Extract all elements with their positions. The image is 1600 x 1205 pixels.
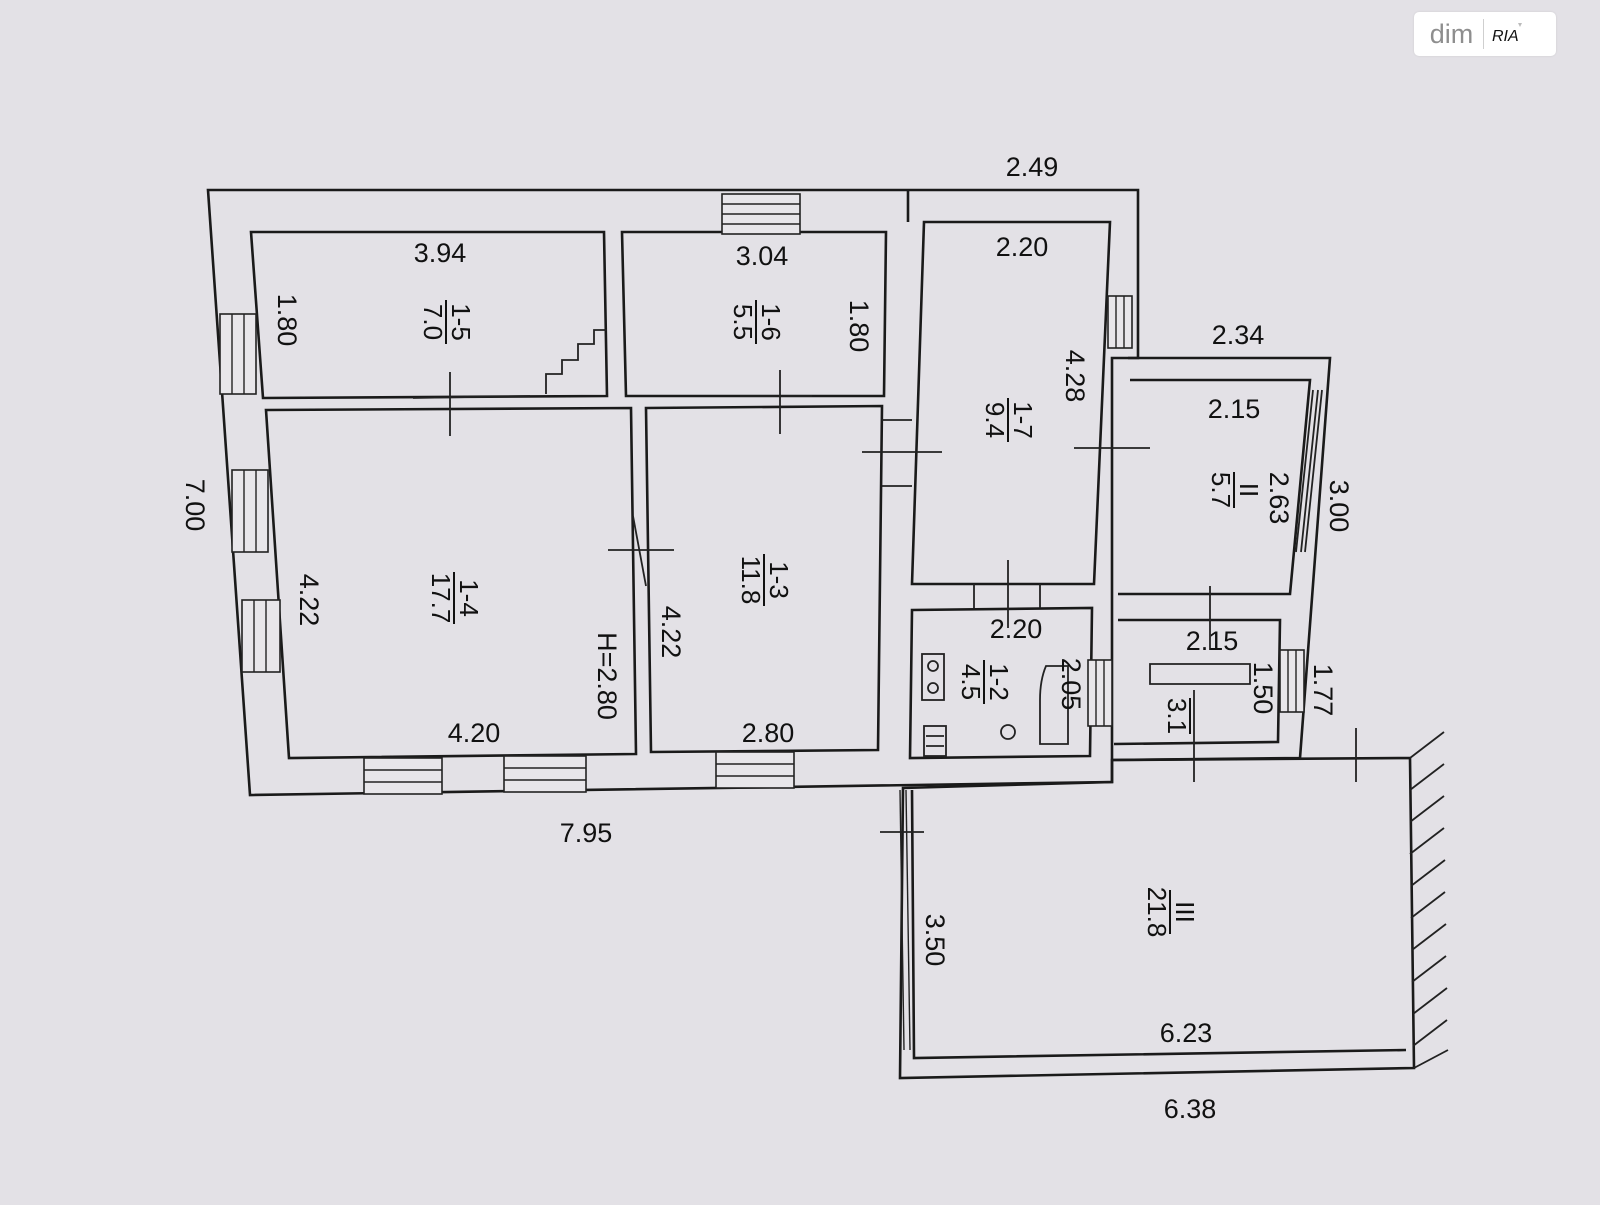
watermark-logo: dim RIA bbox=[1414, 12, 1556, 56]
watermark-brand: dim bbox=[1429, 18, 1474, 49]
doors bbox=[412, 370, 1357, 833]
room-1-5-outline bbox=[249, 230, 609, 400]
kitchen-fixtures bbox=[921, 653, 1069, 757]
room-1-7-label: 1-7 9.4 bbox=[980, 398, 1038, 442]
dim-r31-outer-right: 1.77 bbox=[1308, 664, 1338, 717]
main-outer-wall bbox=[206, 188, 1140, 797]
annex-II-right-wall-hatch bbox=[1295, 389, 1323, 553]
stair-steps bbox=[545, 329, 607, 394]
dimension-labels: 2.49 7.00 7.95 3.94 1.80 3.04 1.80 2.20 … bbox=[180, 152, 1354, 1124]
dim-r14-bottom: 4.20 bbox=[448, 718, 501, 748]
dim-rIII-left: 3.50 bbox=[920, 914, 950, 967]
svg-text:9.4: 9.4 bbox=[980, 402, 1010, 438]
room-1-4-label: 1-4 17.7 bbox=[426, 572, 484, 624]
room-3-1-fixture bbox=[1149, 663, 1251, 685]
room-II-label: II 5.7 bbox=[1206, 472, 1264, 508]
svg-text:17.7: 17.7 bbox=[426, 573, 456, 624]
svg-text:21.8: 21.8 bbox=[1142, 887, 1172, 938]
dim-r12-right: 2.05 bbox=[1056, 658, 1086, 711]
svg-text:1-3: 1-3 bbox=[764, 561, 794, 599]
dim-height: H=2.80 bbox=[592, 632, 622, 720]
svg-text:III: III bbox=[1170, 901, 1200, 923]
dim-r13-bottom: 2.80 bbox=[742, 718, 795, 748]
room-1-2-label: 1-2 4.5 bbox=[956, 660, 1014, 704]
windows bbox=[219, 193, 1305, 1051]
room-1-4-outline bbox=[264, 406, 638, 760]
dim-r13-left: 4.22 bbox=[656, 606, 686, 659]
svg-text:1-6: 1-6 bbox=[756, 303, 786, 341]
room-1-2-outline bbox=[908, 606, 1094, 760]
dim-r12-top: 2.20 bbox=[990, 614, 1043, 644]
room-1-7-outline bbox=[910, 220, 1112, 586]
dim-rII-outer-right: 3.00 bbox=[1324, 480, 1354, 533]
dim-bottom-total: 7.95 bbox=[560, 818, 613, 848]
svg-text:5.7: 5.7 bbox=[1206, 472, 1236, 508]
room-1-3-label: 1-3 11.8 bbox=[736, 554, 794, 606]
annex-III-inner bbox=[910, 789, 1407, 1060]
dim-r31-top: 2.15 bbox=[1186, 626, 1239, 656]
svg-text:1-4: 1-4 bbox=[454, 579, 484, 617]
annex-III-hatching bbox=[1409, 731, 1449, 1069]
room-III-label: III 21.8 bbox=[1142, 887, 1200, 938]
room-labels: 1-5 7.0 1-6 5.5 1-7 9.4 1-4 17.7 1-3 11.… bbox=[418, 300, 1264, 937]
dim-r31-right: 1.50 bbox=[1248, 662, 1278, 715]
watermark-ria-icon: RIA bbox=[1483, 19, 1540, 49]
dim-top-right: 2.49 bbox=[1006, 152, 1059, 182]
svg-text:11.8: 11.8 bbox=[736, 556, 766, 605]
dim-r15-top: 3.94 bbox=[414, 238, 467, 268]
svg-text:7.0: 7.0 bbox=[418, 304, 448, 340]
dim-rII-outer-top: 2.34 bbox=[1212, 320, 1265, 350]
room-3-1-outline bbox=[1113, 618, 1282, 746]
dim-left-total: 7.00 bbox=[180, 479, 210, 532]
dim-r17-top: 2.20 bbox=[996, 232, 1049, 262]
dim-rII-right: 2.63 bbox=[1264, 472, 1294, 525]
dim-r17-right: 4.28 bbox=[1060, 350, 1090, 403]
svg-text:1-5: 1-5 bbox=[446, 303, 476, 341]
room-1-3-outline bbox=[644, 404, 884, 754]
svg-text:4.5: 4.5 bbox=[956, 664, 986, 700]
annex-II-inner bbox=[1118, 378, 1312, 596]
svg-text:1-2: 1-2 bbox=[984, 663, 1014, 701]
room-3-1-label: 3.1 bbox=[1162, 698, 1192, 734]
svg-text:RIA: RIA bbox=[1492, 28, 1519, 45]
svg-text:5.5: 5.5 bbox=[728, 304, 758, 340]
dim-rII-top: 2.15 bbox=[1208, 394, 1261, 424]
svg-text:II: II bbox=[1234, 483, 1264, 497]
room-1-6-label: 1-6 5.5 bbox=[728, 300, 786, 344]
svg-text:1-7: 1-7 bbox=[1008, 401, 1038, 439]
dim-rIII-bottom: 6.23 bbox=[1160, 1018, 1213, 1048]
dim-r14-left: 4.22 bbox=[294, 574, 324, 627]
dim-r15-left: 1.80 bbox=[272, 294, 302, 347]
dim-r16-top: 3.04 bbox=[736, 241, 789, 271]
room-1-5-label: 1-5 7.0 bbox=[418, 300, 476, 344]
svg-text:3.1: 3.1 bbox=[1162, 698, 1192, 734]
dim-rIII-outer-bottom: 6.38 bbox=[1164, 1094, 1217, 1124]
dim-r16-right: 1.80 bbox=[844, 300, 874, 353]
